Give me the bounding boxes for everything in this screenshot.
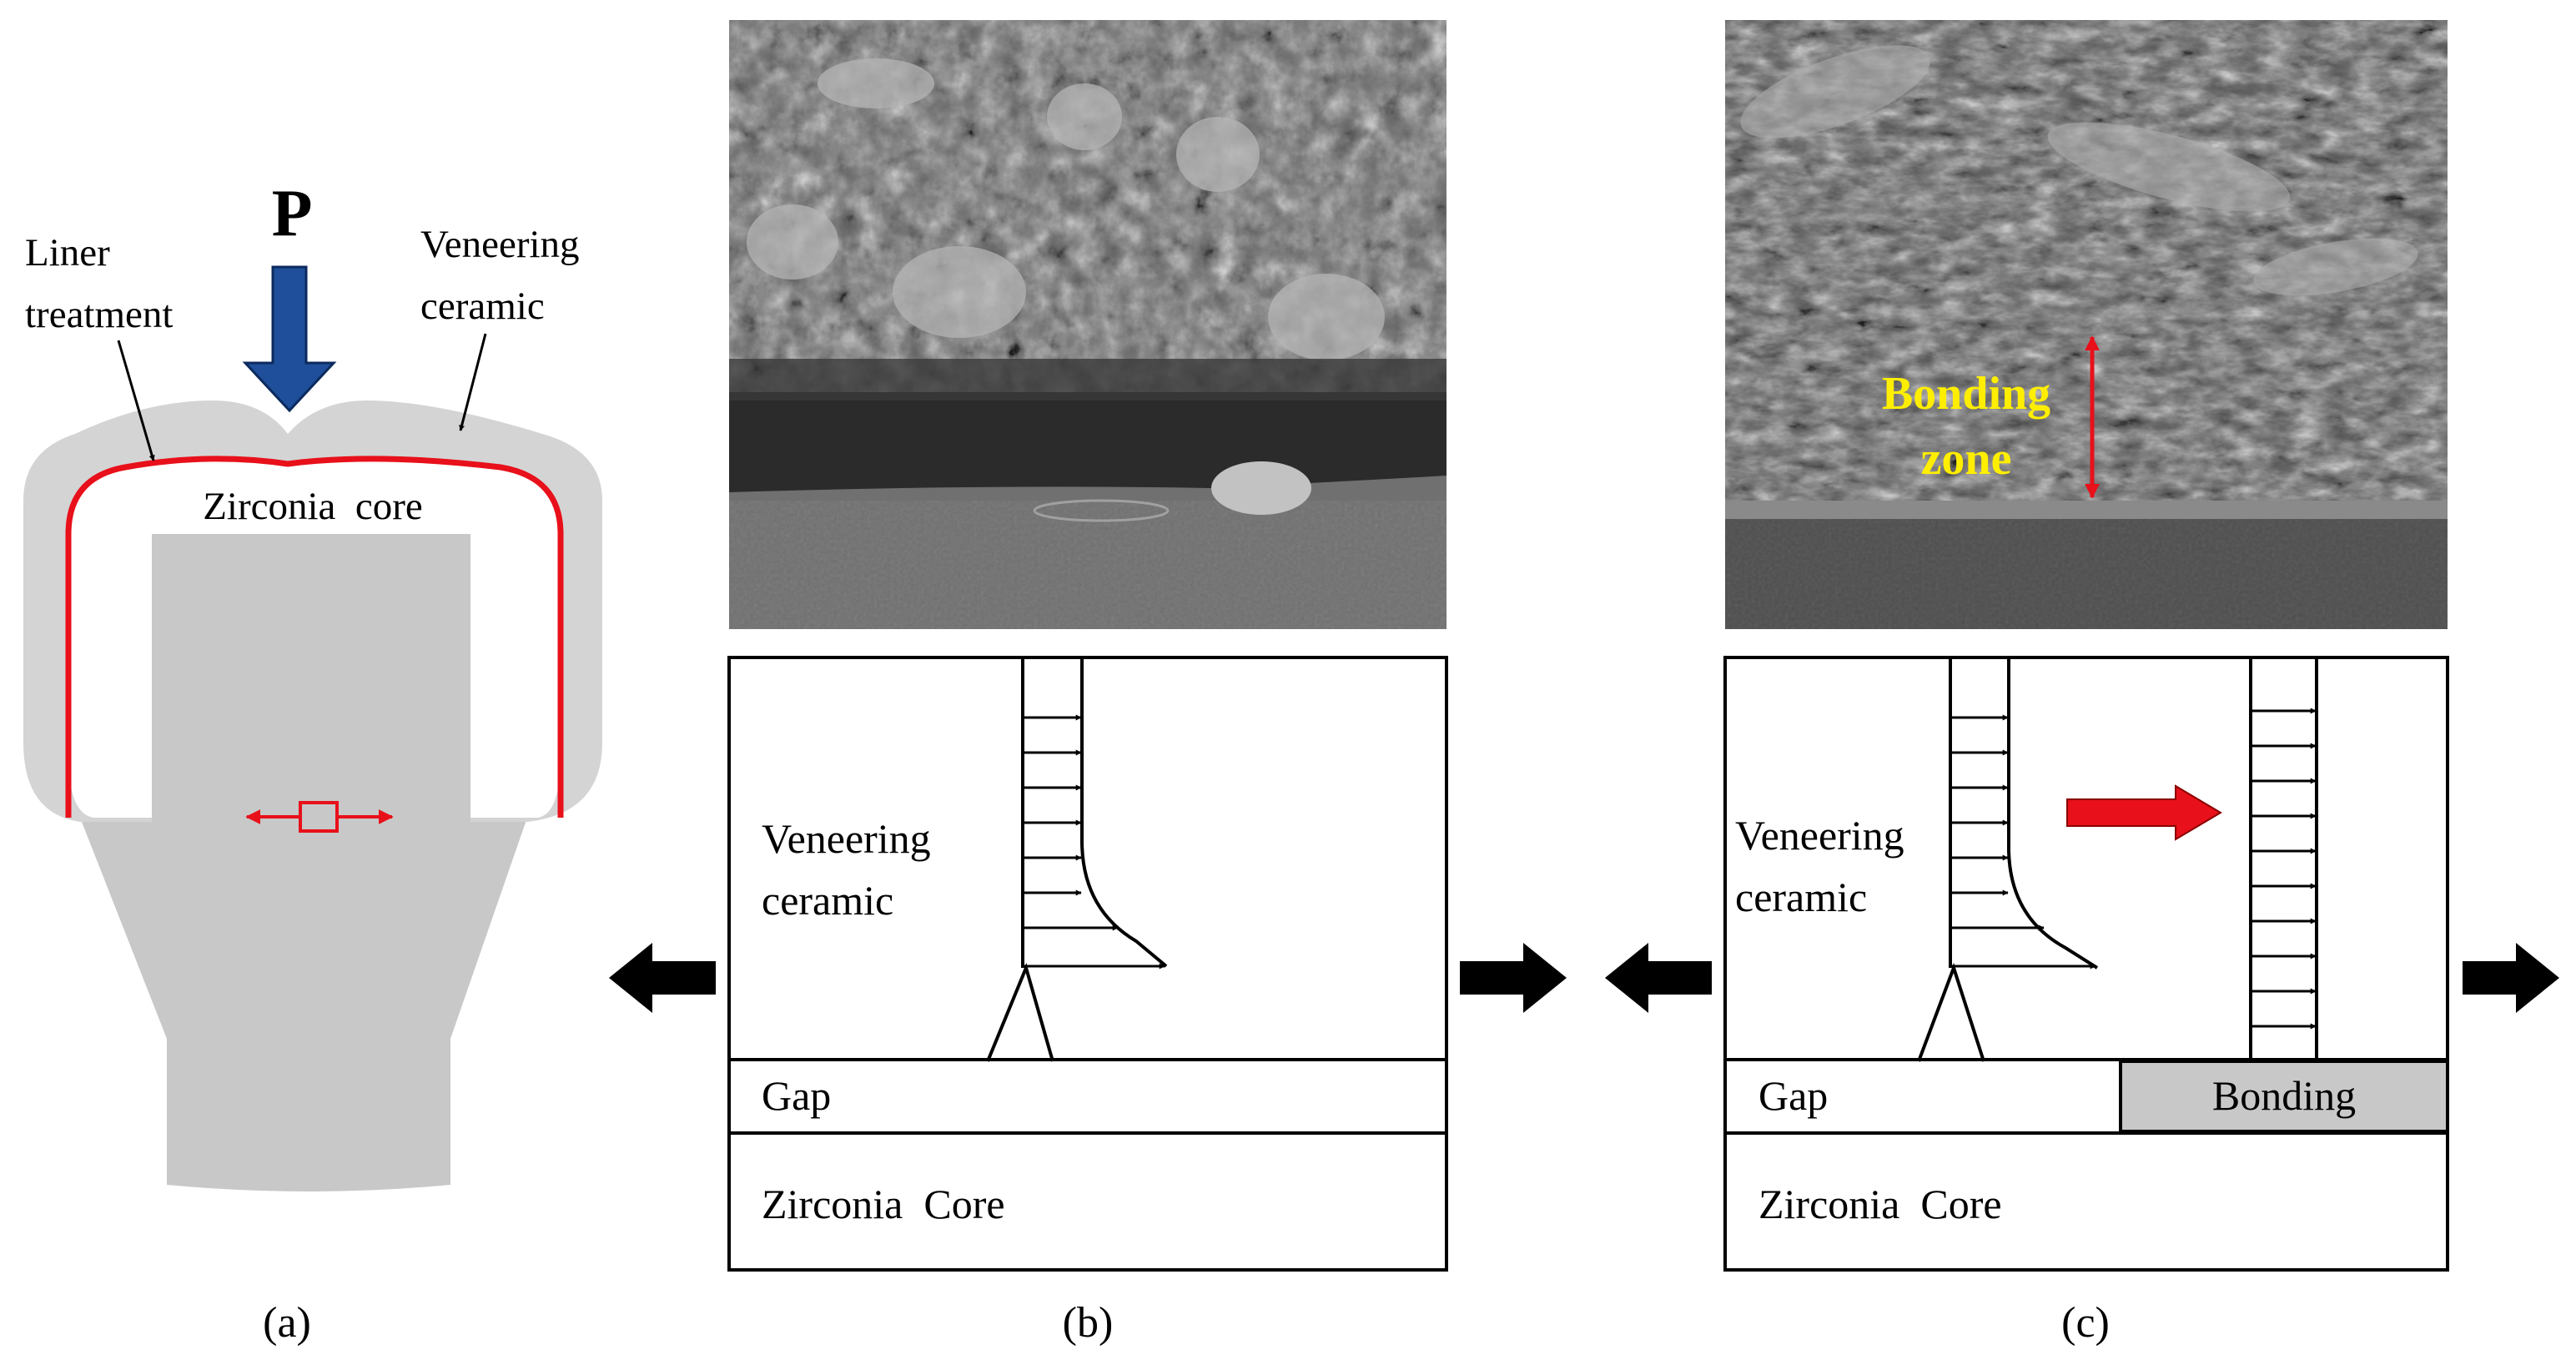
sem-image-b (729, 20, 1446, 629)
caption-a: (a) (263, 1299, 311, 1347)
tension-arrow-c-left (1605, 943, 1712, 1013)
core-label-c: Zirconia Core (1758, 1181, 2002, 1227)
core-label-b: Zirconia Core (762, 1181, 1005, 1227)
crack-c (1917, 962, 1985, 1062)
liner-pointer-arrow (117, 340, 155, 461)
load-label: P (272, 177, 313, 250)
gap-label-c: Gap (1758, 1072, 1828, 1119)
caption-b: (b) (1063, 1299, 1114, 1347)
abutment-base (80, 818, 527, 1191)
tension-arrow-b-right (1460, 943, 1567, 1013)
gap-label-b: Gap (762, 1072, 831, 1119)
liner-treatment-line (65, 456, 564, 818)
panel-a: P Liner treatment Veneering ceramic Zirc… (23, 177, 602, 1347)
stress-vectors-c (1950, 708, 2317, 1030)
crack-b (986, 962, 1054, 1062)
bonding-zone-label: Bonding (1882, 368, 2050, 420)
schematic-b-frame (727, 656, 1448, 1272)
liner-label: Liner (25, 231, 110, 275)
veneer-label-b-2: ceramic (762, 877, 893, 924)
veneer-label-c-2: ceramic (1735, 874, 1867, 920)
abutment-post (152, 534, 470, 822)
schematic-c (1723, 656, 2449, 1272)
veneer-label-c: Veneering (1735, 812, 1904, 859)
load-arrow (242, 265, 337, 413)
caption-c: (c) (2061, 1299, 2110, 1347)
schematic-c-frame (1723, 656, 2449, 1272)
stress-vectors-b (1023, 714, 1165, 970)
sem-image-c (1725, 20, 2448, 629)
bonding-zone-label-2: zone (1921, 433, 2012, 485)
tension-arrow-b-left (609, 943, 716, 1013)
stress-curve-b (1080, 657, 1168, 968)
tension-arrow-c-right (2463, 943, 2559, 1013)
bonding-region (2119, 1060, 2449, 1133)
veneer-label-b: Veneering (762, 815, 931, 862)
stress-curve-c1 (2007, 657, 2099, 970)
bonding-label: Bonding (2212, 1072, 2356, 1119)
veneer-label-a: Veneering (420, 223, 580, 266)
core-label-a: Zirconia core (203, 485, 423, 528)
schematic-b (727, 656, 1448, 1272)
veneer-label-a-2: ceramic (420, 285, 545, 328)
liner-label-2: treatment (25, 293, 173, 336)
transition-arrow (2066, 784, 2222, 841)
veneer-pointer-arrow (459, 333, 487, 431)
